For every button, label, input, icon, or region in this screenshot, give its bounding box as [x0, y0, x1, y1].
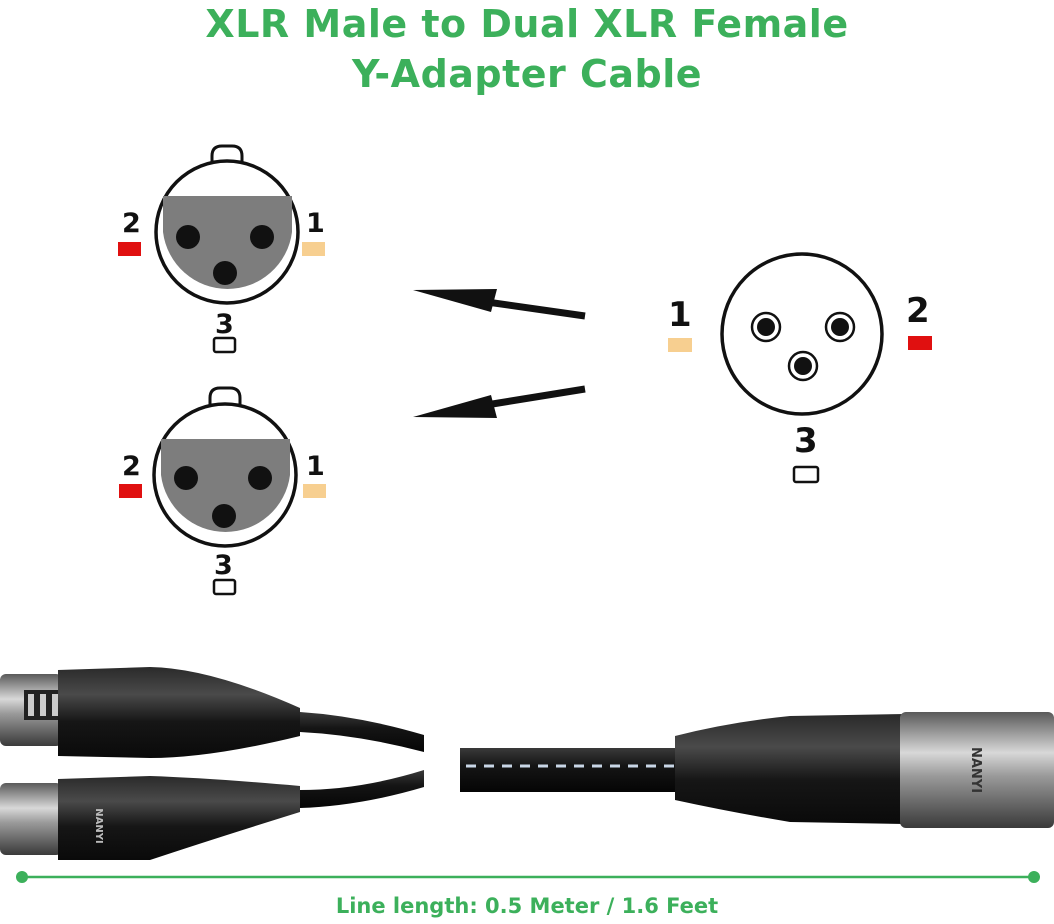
pin-1-color — [303, 484, 326, 498]
pin-1-color — [302, 242, 325, 256]
arrow-to-bottom-connector — [413, 385, 586, 418]
connector-insert — [163, 196, 292, 289]
pin-2-color — [119, 484, 142, 498]
pin-2-label: 2 — [122, 451, 141, 482]
pin-3-label: 3 — [214, 550, 233, 581]
pin-2-label: 2 — [906, 291, 930, 331]
pin-2-color — [118, 242, 141, 256]
pin-hole — [176, 225, 200, 249]
pin-1-label: 1 — [668, 295, 692, 335]
pin-3-label: 3 — [215, 309, 234, 340]
pin-hole — [250, 225, 274, 249]
pin-hole — [248, 466, 272, 490]
pin-1-label: 1 — [306, 451, 325, 482]
pin-3-color — [212, 578, 237, 596]
pin-hole — [174, 466, 198, 490]
pin-3-color — [792, 465, 820, 484]
title-line-1: XLR Male to Dual XLR Female — [205, 2, 849, 46]
female-cable-ends-photo: NANYI — [0, 667, 424, 860]
pin-1-label: 1 — [306, 208, 325, 239]
pin-hole — [213, 261, 237, 285]
pin-3-color — [212, 336, 237, 354]
title-line-2: Y-Adapter Cable — [351, 52, 703, 96]
pin-1-color — [668, 338, 692, 352]
pin-2-label: 2 — [122, 208, 141, 239]
female-xlr-connector-top: 2 1 3 — [118, 144, 325, 354]
pin-3-label: 3 — [794, 421, 818, 461]
arrow-to-top-connector — [413, 289, 586, 320]
pin-2-color — [908, 336, 932, 350]
male-xlr-connector: 1 2 3 — [668, 252, 932, 484]
length-indicator — [16, 871, 1040, 883]
female-xlr-connector-bottom: 2 1 3 — [119, 386, 326, 596]
line-length-caption: Line length: 0.5 Meter / 1.6 Feet — [335, 894, 719, 918]
brand-logo: NANYI — [93, 808, 104, 843]
brand-logo: NANYI — [968, 747, 983, 793]
pin-hole — [212, 504, 236, 528]
male-cable-end-photo: NANYI — [460, 712, 1054, 828]
connector-insert — [161, 439, 290, 532]
